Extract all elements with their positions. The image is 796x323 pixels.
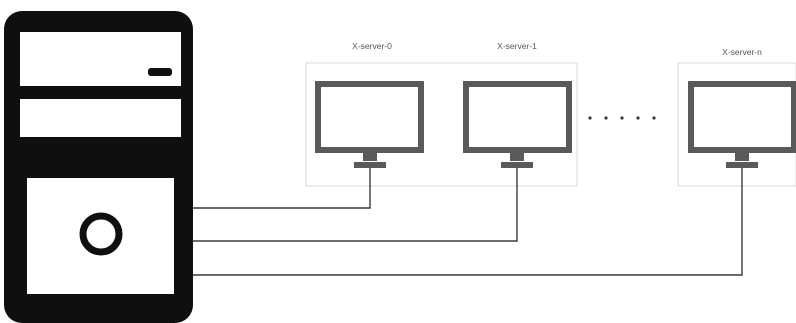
monitor-icon	[463, 81, 572, 168]
tower-drive-slot	[148, 68, 172, 76]
ellipsis-dot	[652, 116, 656, 120]
monitor-icon	[315, 81, 424, 168]
tower-panel-bay	[20, 99, 181, 137]
ellipsis-dot	[604, 116, 608, 120]
desktop-tower-icon	[4, 11, 193, 323]
ellipsis-dot	[636, 116, 640, 120]
tower-front-panel	[27, 178, 174, 294]
monitor-screen	[688, 81, 796, 153]
monitor-base	[726, 162, 758, 168]
monitor-neck	[363, 152, 377, 161]
cable-x-server-0	[193, 168, 371, 209]
monitor-neck	[735, 152, 749, 161]
ellipsis-dot	[620, 116, 624, 120]
ellipsis-icon	[588, 116, 656, 120]
display-label-x-server-0: X-server-0	[352, 41, 392, 51]
monitor-screen	[463, 81, 572, 153]
monitor-screen	[315, 81, 424, 153]
monitor-icon	[688, 81, 796, 168]
display-label-x-server-n: X-server-n	[722, 47, 762, 57]
monitor-base	[354, 162, 386, 168]
display-group-box	[677, 62, 796, 187]
power-button-icon	[79, 212, 123, 256]
display-label-x-server-1: X-server-1	[497, 41, 537, 51]
monitor-base	[501, 162, 533, 168]
ellipsis-dot	[588, 116, 592, 120]
tower-drive-bay	[20, 32, 181, 86]
cable-x-server-n	[193, 168, 743, 276]
cable-x-server-1	[193, 168, 518, 242]
display-group-box	[305, 62, 578, 187]
monitor-neck	[510, 152, 524, 161]
